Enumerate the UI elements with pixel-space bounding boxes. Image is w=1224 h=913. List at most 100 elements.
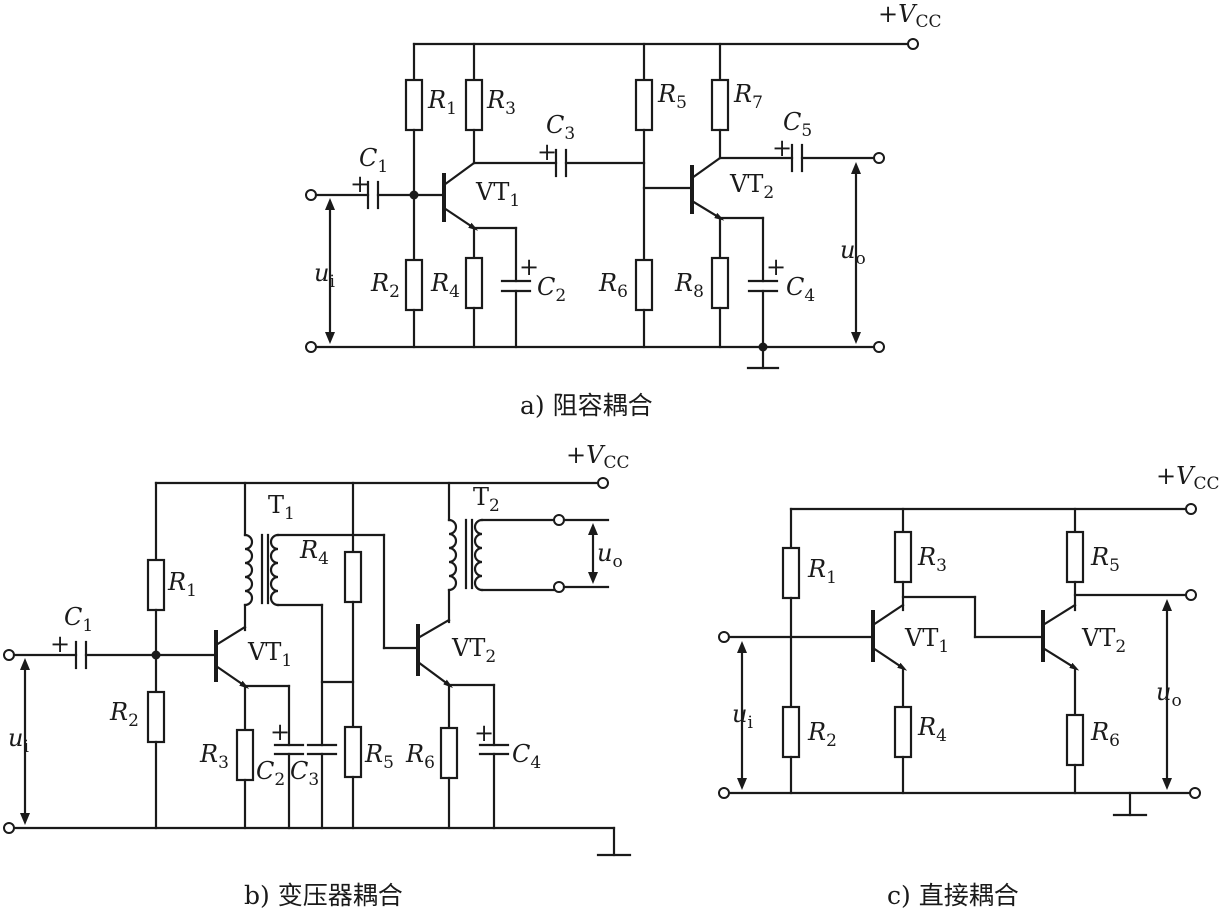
r1-label: R bbox=[427, 86, 446, 114]
vcc-label-c: +VCC bbox=[1156, 462, 1219, 494]
r3-label: R bbox=[486, 86, 505, 114]
svg-text:C2: C2 bbox=[256, 757, 285, 790]
r7-label: R bbox=[733, 80, 752, 108]
svg-text:+: + bbox=[537, 138, 557, 166]
svg-text:uo: uo bbox=[1156, 678, 1182, 711]
resistor-r1-c bbox=[781, 546, 801, 600]
c1-label: C bbox=[359, 144, 377, 172]
svg-text:ui: ui bbox=[8, 724, 29, 757]
svg-text:R6: R6 bbox=[598, 269, 628, 302]
caption-c: c) 直接耦合 bbox=[887, 881, 1019, 910]
resistor-r3 bbox=[464, 78, 484, 132]
resistor-r4-b bbox=[343, 550, 363, 604]
resistor-r8 bbox=[710, 256, 730, 310]
resistor-r4-c bbox=[893, 705, 913, 759]
svg-text:R6: R6 bbox=[1090, 718, 1120, 751]
svg-text:R6: R6 bbox=[405, 740, 435, 773]
svg-text:+: + bbox=[350, 170, 370, 198]
output-terminal bbox=[873, 152, 885, 164]
svg-text:T2: T2 bbox=[473, 483, 500, 516]
svg-text:VT1: VT1 bbox=[475, 178, 520, 211]
r2-label: R bbox=[370, 269, 389, 297]
t1-secondary-coil bbox=[269, 533, 280, 607]
svg-text:C4: C4 bbox=[786, 273, 815, 306]
vcc-label-a: +VCC bbox=[878, 0, 941, 32]
circuit-a-rc-coupling: +VCC R1 R3 R2 R4 R5 R6 R7 R8 C1 + C3 + C… bbox=[305, 0, 941, 420]
svg-text:R1: R1 bbox=[167, 568, 197, 601]
svg-text:R3: R3 bbox=[486, 86, 516, 119]
transistor-vt2 bbox=[690, 156, 725, 221]
svg-text:+: + bbox=[519, 253, 539, 281]
transistor-vt2-c bbox=[1041, 603, 1080, 671]
svg-text:C1: C1 bbox=[64, 603, 93, 636]
svg-text:R8: R8 bbox=[674, 269, 704, 302]
svg-text:R5: R5 bbox=[364, 740, 394, 773]
c3-label: C bbox=[546, 111, 564, 139]
svg-text:VT1: VT1 bbox=[904, 624, 949, 657]
svg-text:R3: R3 bbox=[199, 740, 229, 773]
input-terminal-c bbox=[718, 631, 730, 643]
svg-text:R4: R4 bbox=[299, 536, 329, 569]
resistor-r3-b bbox=[235, 728, 255, 782]
svg-text:uo: uo bbox=[840, 236, 866, 269]
resistor-r1-b bbox=[146, 558, 166, 612]
vt1-label: VT bbox=[475, 178, 509, 206]
vcc-terminal bbox=[907, 38, 919, 50]
svg-text:+: + bbox=[772, 134, 792, 162]
c2-label: C bbox=[537, 273, 555, 301]
svg-text:VT2: VT2 bbox=[729, 170, 774, 203]
svg-text:R5: R5 bbox=[657, 80, 687, 113]
output-ground-terminal bbox=[873, 341, 885, 353]
resistor-r2-c bbox=[781, 705, 801, 759]
r6-label: R bbox=[598, 269, 617, 297]
svg-text:+: + bbox=[50, 630, 70, 658]
svg-text:R2: R2 bbox=[807, 718, 837, 751]
r4-label: R bbox=[430, 269, 449, 297]
output-terminal-c bbox=[1185, 589, 1197, 601]
transistor-vt1 bbox=[442, 161, 479, 231]
transistor-vt1-c bbox=[871, 603, 908, 671]
resistor-r6-c bbox=[1065, 713, 1085, 767]
svg-text:R4: R4 bbox=[917, 713, 947, 746]
svg-text:C3: C3 bbox=[546, 111, 575, 144]
svg-text:VT2: VT2 bbox=[1081, 624, 1126, 657]
resistor-r5-b bbox=[343, 725, 363, 779]
vt2-label: VT bbox=[729, 170, 763, 198]
svg-text:R7: R7 bbox=[733, 80, 763, 113]
svg-text:C3: C3 bbox=[290, 757, 319, 790]
resistor-r5-c bbox=[1065, 530, 1085, 584]
resistor-r6-b bbox=[439, 726, 459, 780]
svg-text:C5: C5 bbox=[783, 108, 812, 141]
svg-text:R2: R2 bbox=[370, 269, 400, 302]
resistor-r2-b bbox=[146, 690, 166, 744]
output-terminal-b bbox=[553, 514, 565, 526]
circuit-b-transformer-coupling: +VCC R1 R2 R3 R4 R5 R6 C1 + C2 + C3 C4 +… bbox=[3, 441, 632, 910]
svg-text:C2: C2 bbox=[537, 273, 566, 306]
svg-text:uo: uo bbox=[597, 539, 623, 572]
r5-label: R bbox=[657, 80, 676, 108]
svg-text:VT2: VT2 bbox=[451, 634, 496, 667]
svg-text:+: + bbox=[766, 253, 786, 281]
svg-text:ui: ui bbox=[314, 259, 335, 292]
resistor-r4 bbox=[464, 256, 484, 310]
svg-text:R5: R5 bbox=[1090, 543, 1120, 576]
resistor-r6 bbox=[634, 258, 654, 312]
svg-text:+: + bbox=[270, 718, 290, 746]
svg-text:C4: C4 bbox=[512, 740, 541, 773]
ui-label-a: u bbox=[314, 259, 329, 287]
circuit-c-direct-coupling: +VCC R1 R2 R3 R4 R5 R6 VT1 VT2 ui uo c) … bbox=[718, 462, 1219, 910]
uo-label-a: u bbox=[840, 236, 855, 264]
c5-label: C bbox=[783, 108, 801, 136]
svg-text:ui: ui bbox=[732, 700, 753, 733]
vcc-label-b: +VCC bbox=[566, 441, 629, 473]
t2-primary-coil bbox=[447, 518, 458, 592]
transistor-vt1-b bbox=[214, 625, 250, 689]
svg-text:R4: R4 bbox=[430, 269, 460, 302]
caption-b: b) 变压器耦合 bbox=[244, 881, 403, 910]
svg-text:C1: C1 bbox=[359, 144, 388, 177]
svg-text:R1: R1 bbox=[427, 86, 457, 119]
svg-text:R2: R2 bbox=[109, 698, 139, 731]
transistor-vt2-b bbox=[416, 618, 454, 688]
resistor-r7 bbox=[710, 78, 730, 132]
